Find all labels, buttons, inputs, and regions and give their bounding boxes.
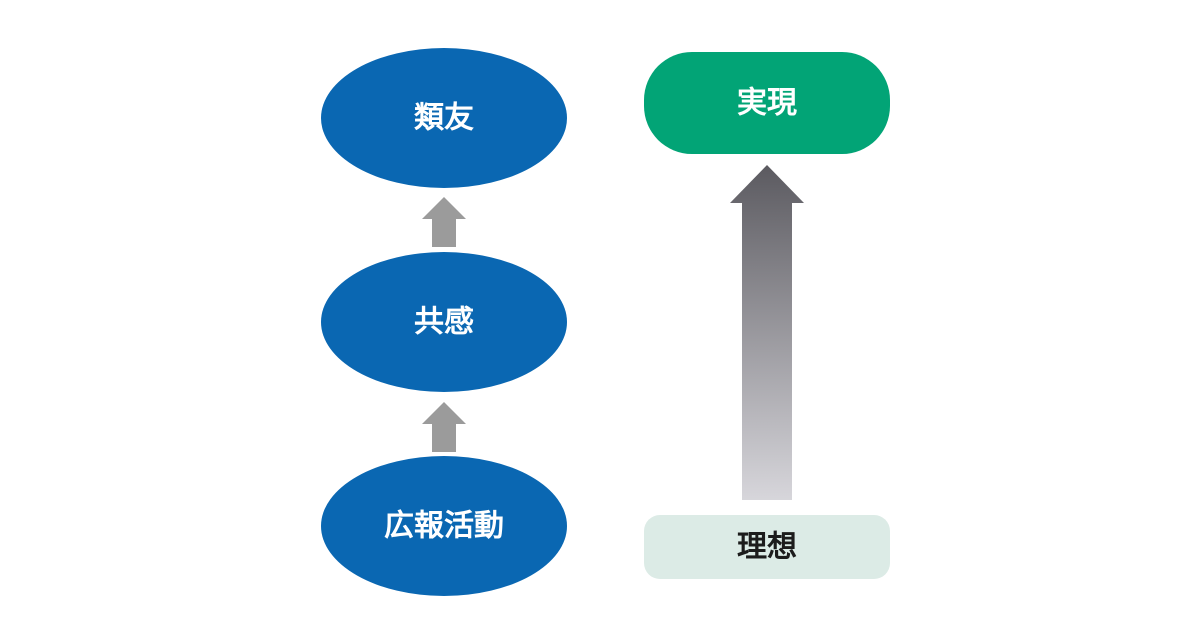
right-flow: 実現 理想 xyxy=(644,52,890,579)
start-label: 理想 xyxy=(737,530,797,565)
node-label-kyokan: 共感 xyxy=(414,305,474,340)
left-flow: 類友 共感 広報活動 xyxy=(321,48,567,596)
big-up-arrow xyxy=(730,165,804,500)
small-up-arrow-lower xyxy=(422,402,466,452)
goal-label: 実現 xyxy=(737,86,797,121)
node-ellipse-ruitomo xyxy=(321,48,567,188)
goal-box xyxy=(644,52,890,154)
start-box xyxy=(644,515,890,579)
node-label-koho-katsudo: 広報活動 xyxy=(384,509,504,544)
node-label-ruitomo: 類友 xyxy=(414,101,474,136)
node-ellipse-koho-katsudo xyxy=(321,456,567,596)
small-up-arrow-upper xyxy=(422,197,466,247)
node-ellipse-kyokan xyxy=(321,252,567,392)
